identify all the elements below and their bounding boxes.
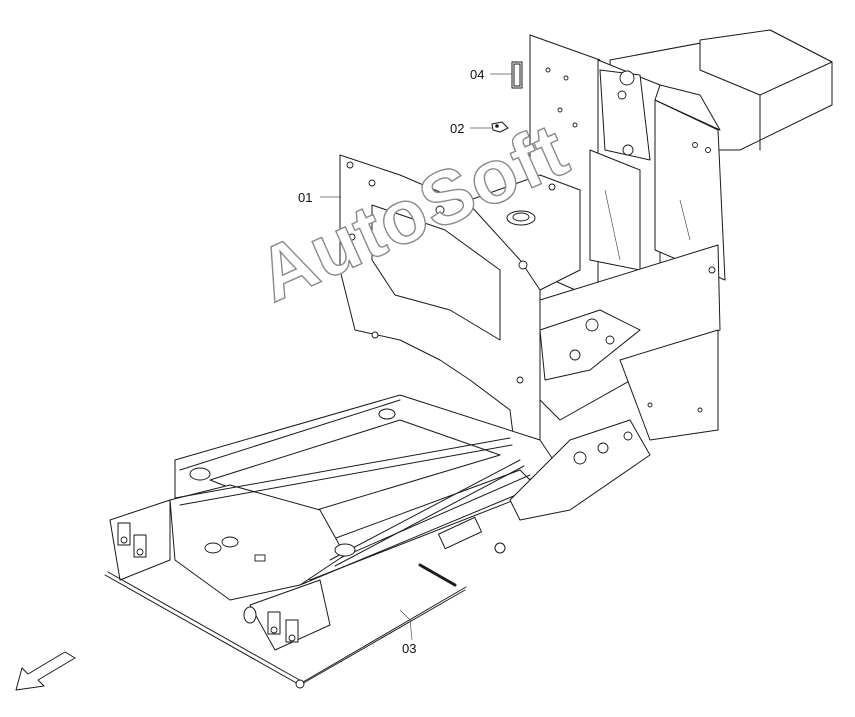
callout-01: 01 — [298, 190, 313, 205]
arrow-down-left-icon — [15, 651, 76, 691]
rear-upper-structure — [529, 29, 833, 301]
callout-02: 02 — [450, 121, 465, 136]
right-side-panel — [539, 244, 721, 441]
callout-03: 03 — [402, 641, 417, 656]
front-plate — [169, 484, 346, 601]
right-mechanism — [437, 419, 651, 554]
small-parts — [491, 61, 523, 133]
leader-lines — [320, 73, 512, 641]
front-crossbars — [109, 499, 331, 651]
rod-part-03 — [104, 563, 467, 689]
callout-04: 04 — [470, 67, 485, 82]
main-vertical-frame — [339, 154, 541, 451]
hydraulic-rods — [174, 408, 525, 567]
